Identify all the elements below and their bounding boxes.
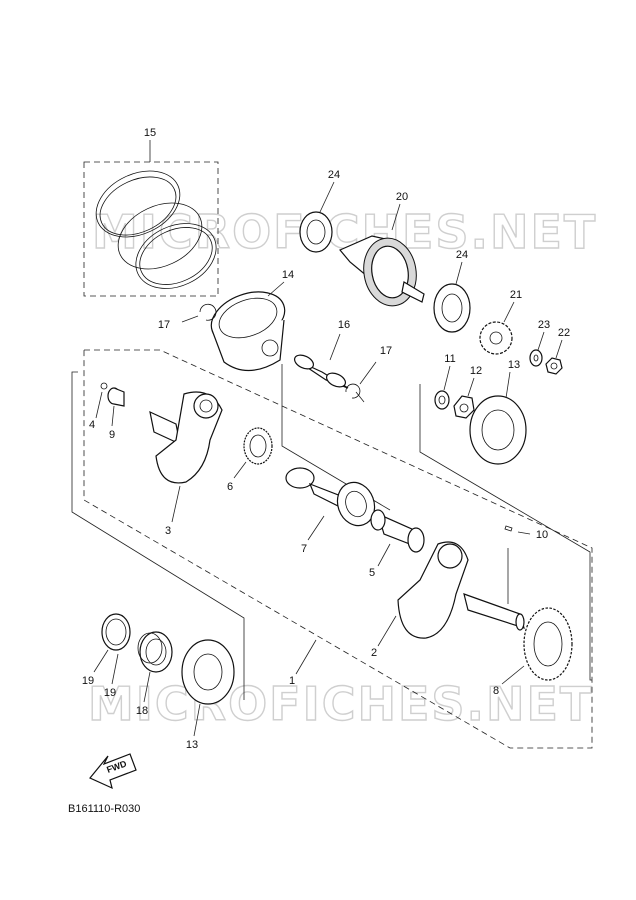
piston: [210, 291, 286, 372]
key-10: [504, 525, 513, 532]
crank-web-left: [149, 391, 223, 484]
washer-23: [529, 349, 543, 367]
crank-pin-5: [370, 509, 425, 553]
callout-23: 23: [538, 319, 550, 331]
callout-4: 4: [89, 419, 95, 431]
callout-1: 1: [289, 675, 295, 687]
callout-22: 22: [558, 327, 570, 339]
callout-19-a: 19: [82, 675, 94, 687]
callout-7: 7: [301, 543, 307, 555]
connecting-rod: [285, 467, 376, 527]
piston-ring-set: [83, 161, 219, 297]
watermark-bottom: MICROFICHES.NET: [88, 677, 593, 731]
collar-9: [107, 387, 125, 407]
callout-13-left: 13: [186, 739, 198, 751]
callout-24-upper: 24: [328, 169, 340, 181]
callout-12: 12: [470, 365, 482, 377]
callout-6: 6: [227, 481, 233, 493]
callout-8: 8: [493, 685, 499, 697]
callout-16: 16: [338, 319, 350, 331]
nut-22: [545, 357, 563, 375]
callout-9: 9: [109, 429, 115, 441]
needle-bearing-6: [243, 427, 273, 465]
callout-10: 10: [536, 529, 548, 541]
callout-20: 20: [396, 191, 408, 203]
nut-12: [453, 395, 475, 419]
circlip-right: [345, 383, 361, 399]
callout-15: 15: [144, 127, 156, 139]
callout-19-b: 19: [104, 687, 116, 699]
bearing-24-lower: [433, 283, 471, 333]
washer-11: [434, 390, 450, 410]
timing-sprocket: [479, 321, 513, 355]
callout-5: 5: [369, 567, 375, 579]
oil-seal-19a: [101, 613, 131, 651]
main-bearing-13-left: [181, 639, 235, 705]
callout-24-lower: 24: [456, 249, 468, 261]
balancer-shaft: [339, 235, 425, 307]
callout-2: 2: [371, 647, 377, 659]
callout-17-right: 17: [380, 345, 392, 357]
spacer-18: [137, 631, 173, 673]
crank-assembly-outline: [83, 349, 593, 749]
callout-11: 11: [444, 353, 455, 365]
callout-21: 21: [510, 289, 522, 301]
callout-17-left: 17: [158, 319, 170, 331]
callout-3: 3: [165, 525, 171, 537]
piston-pin: [293, 354, 349, 389]
crank-web-right: [397, 541, 525, 639]
main-bearing-13-right: [469, 395, 527, 465]
callout-13-right: 13: [508, 359, 520, 371]
callout-18: 18: [136, 705, 148, 717]
circlip-left: [199, 303, 217, 321]
figure-code: B161110-R030: [68, 803, 140, 815]
crank-gear: [523, 607, 573, 681]
key-4: [100, 382, 108, 390]
forward-direction-arrow: FWD: [89, 753, 137, 790]
bearing-24-upper: [299, 211, 333, 253]
callout-14: 14: [282, 269, 294, 281]
